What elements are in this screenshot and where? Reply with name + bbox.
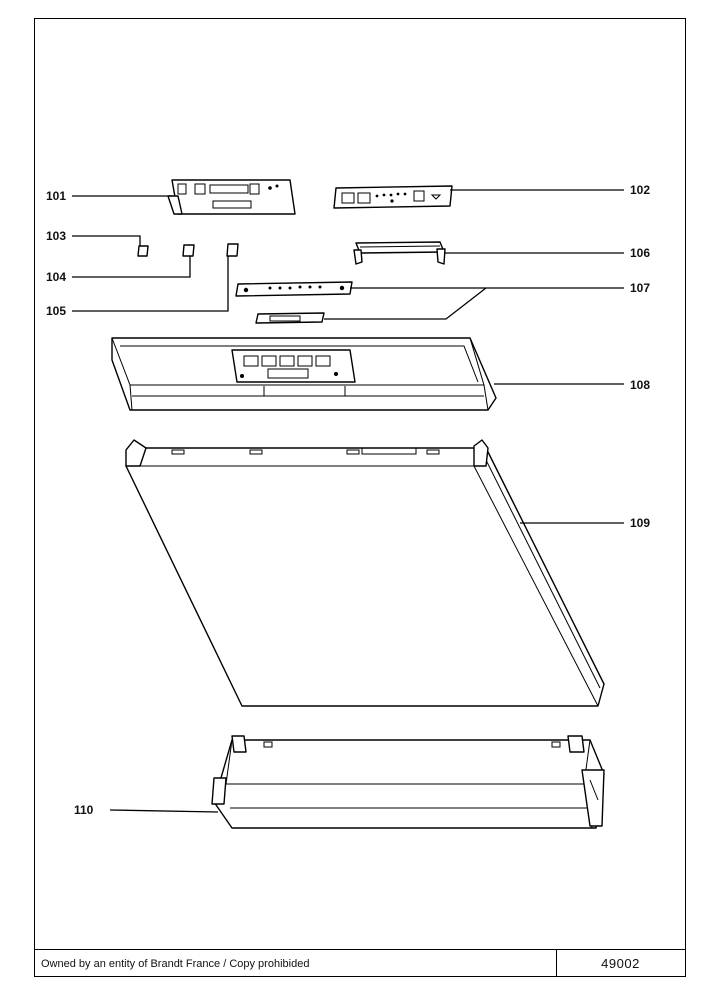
leader-110 [109,809,219,813]
callout-108: 108 [630,378,650,392]
callout-101: 101 [46,189,66,203]
title-block-divider [556,950,557,976]
part-107-board-upper [235,281,353,297]
callout-109: 109 [630,516,650,530]
callout-labels: 101 102 103 104 105 106 107 108 109 110 [46,183,650,817]
drawing-number: 49002 [601,956,640,971]
callout-107: 107 [630,281,650,295]
leader-105 [72,256,229,312]
part-101-control-frame [167,179,296,215]
leader-lines [72,189,624,813]
part-104-button [182,244,195,257]
part-110-bottom-trim [211,735,605,829]
part-109-door-panel [125,439,605,707]
leader-104 [72,256,191,278]
part-105-button [226,243,239,257]
ownership-note: Owned by an entity of Brandt France / Co… [41,958,310,970]
part-106-handle [353,241,446,265]
callout-103: 103 [46,229,66,243]
part-108-panel-housing [111,337,497,411]
callout-104: 104 [46,270,66,284]
leader-103 [72,235,141,246]
leader-107-b [324,287,487,320]
callout-105: 105 [46,304,66,318]
part-107-board-lower [255,312,325,324]
drawing-frame: Owned by an entity of Brandt France / Co… [34,18,686,977]
title-block: Owned by an entity of Brandt France / Co… [35,949,685,976]
callout-102: 102 [630,183,650,197]
callout-110: 110 [74,803,94,817]
part-102-display-module [333,185,453,209]
callout-106: 106 [630,246,650,260]
part-103-button [137,245,149,257]
